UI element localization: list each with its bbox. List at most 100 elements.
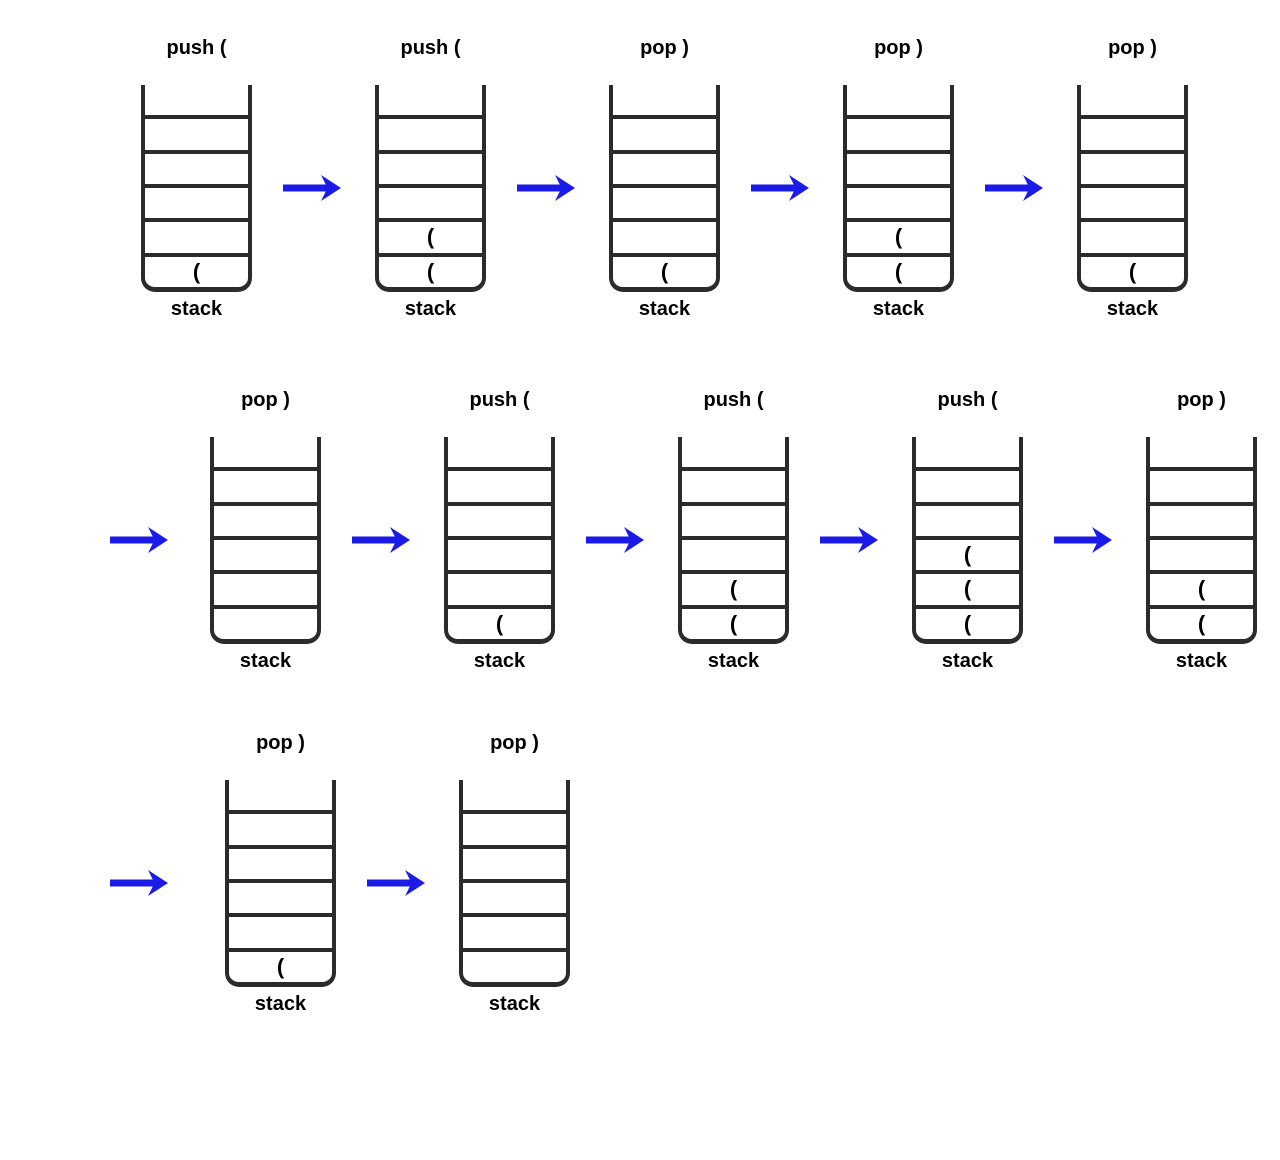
stack-item: ( [379,218,482,252]
stack-cell [229,913,332,947]
stack-cell [613,85,716,115]
stack-cell [463,878,566,913]
stack-cell [145,149,248,184]
stack-cell [916,501,1019,536]
stack-item: ( [847,252,950,287]
stack-cell [214,535,317,570]
stack-cell [1150,467,1253,501]
stack-cell [145,85,248,115]
stack-cell [214,501,317,536]
stack-cell [145,218,248,252]
stack-cell [214,604,317,639]
stack-cell [682,501,785,536]
stack-cell [613,218,716,252]
stack-container: ( [1077,85,1188,292]
stack-item: ( [448,604,551,639]
right-arrow-icon [1054,526,1112,554]
stack-cell [379,115,482,149]
stack-panel: push (((stack [678,388,789,673]
stack-item: ( [229,947,332,982]
stack-panel: pop ) stack [210,388,321,673]
right-arrow-icon [367,869,425,897]
operation-label: push ( [400,37,461,59]
stack-cell [229,844,332,879]
stack-cell [613,183,716,218]
stack-item: ( [682,570,785,604]
stack-panel: push ((stack [141,36,252,321]
stack-container: ((( [912,437,1023,644]
stack-caption: stack [707,650,760,672]
operation-label: pop ) [256,732,305,754]
stack-item: ( [1150,604,1253,639]
stack-caption: stack [1175,650,1228,672]
stack-container: (( [375,85,486,292]
stack-cell [847,149,950,184]
operation-label: pop ) [1108,37,1157,59]
stack-panel: pop ) (( stack [1146,388,1257,673]
stack-cell [1081,115,1184,149]
stack-item: ( [916,604,1019,639]
right-arrow-icon [283,174,341,202]
stack-caption: stack [239,650,292,672]
stack-container: ( [141,85,252,292]
stack-cell [379,85,482,115]
stack-cell [682,535,785,570]
stack-panel: pop ) ( stack [1077,36,1188,321]
stack-cell [1081,85,1184,115]
stack-cell [1081,218,1184,252]
stack-panel: push ((stack [444,388,555,673]
operation-label: push ( [937,389,998,411]
stack-cell [916,467,1019,501]
stack-cell [1150,535,1253,570]
stack-cell [448,570,551,604]
stack-caption: stack [404,298,457,320]
right-arrow-icon [985,174,1043,202]
stack-item: ( [1150,570,1253,604]
stack-cell [682,437,785,467]
right-arrow-icon [110,869,168,897]
stack-caption: stack [872,298,925,320]
stack-item: ( [916,535,1019,570]
right-arrow-icon [586,526,644,554]
stack-item: ( [916,570,1019,604]
stack-cell [229,780,332,810]
stack-cell [448,535,551,570]
stack-container: (( [843,85,954,292]
stack-cell [463,780,566,810]
operation-label: push ( [166,37,227,59]
operation-label: pop ) [1177,389,1226,411]
stack-item: ( [379,252,482,287]
right-arrow-icon [517,174,575,202]
stack-cell [1150,437,1253,467]
right-arrow-icon [751,174,809,202]
stack-caption: stack [1106,298,1159,320]
operation-label: pop ) [874,37,923,59]
stack-cell [682,467,785,501]
right-arrow-icon [352,526,410,554]
stack-panel: pop ) ( stack [225,731,336,1016]
stack-panel: pop )(stack [609,36,720,321]
right-arrow-icon [820,526,878,554]
stack-cell [463,913,566,947]
stack-item: ( [847,218,950,252]
operation-label: pop ) [241,389,290,411]
stack-caption: stack [638,298,691,320]
stack-cell [463,947,566,982]
stack-cell [379,183,482,218]
operation-label: pop ) [640,37,689,59]
stack-container: ( [444,437,555,644]
stack-container [459,780,570,987]
right-arrow-icon [110,526,168,554]
stack-panel: push ((((stack [912,388,1023,673]
stack-cell [847,115,950,149]
stack-item: ( [682,604,785,639]
stack-caption: stack [254,993,307,1015]
stack-cell [1081,183,1184,218]
stack-cell [613,149,716,184]
stack-container: ( [225,780,336,987]
stack-cell [1081,149,1184,184]
stack-caption: stack [473,650,526,672]
stack-container: (( [1146,437,1257,644]
